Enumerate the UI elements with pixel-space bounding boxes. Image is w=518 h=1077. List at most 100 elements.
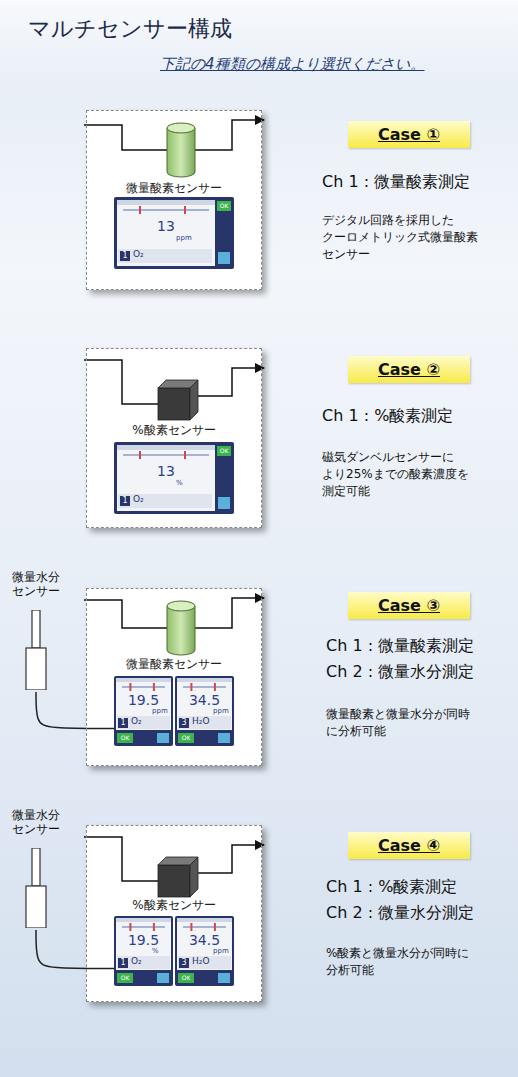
probe-body [12,610,68,690]
menu-icon [218,252,230,264]
reading-value: 34.5 [177,693,232,708]
slider-line [122,927,165,928]
sensor-panel: %酸素センサー13%1O₂OK [86,348,262,528]
panel-ground [86,348,262,528]
gas-inlet [84,125,167,150]
panel-ground [86,825,262,1002]
gas-name: O₂ [131,957,142,966]
description: %酸素と微量水分が同時に 分析可能 [326,945,511,979]
channel-line: Ch 2 : 微量水分測定 [326,902,474,924]
slider-line [123,210,209,211]
channel-number: 1 [120,251,130,261]
page-title: マルチセンサー構成 [28,14,232,44]
moisture-probe: 微量水分 センサー [12,808,68,930]
description: 磁気ダンベルセンサーに より25%までの酸素濃度を 測定可能 [322,449,507,499]
percent-oxygen-cell [158,380,198,420]
trend-slider [121,451,211,459]
trend-slider [120,683,167,691]
ok-button: OK [178,733,194,743]
slider-mark [153,683,155,691]
panel-ground [86,588,262,766]
probe-rod [32,848,40,886]
gas-name: H₂O [192,717,209,726]
channel-number: 1 [118,718,128,728]
ok-button: OK [217,446,231,456]
sensor-panel: 微量酸素センサー13ppm1O₂OK [86,110,262,290]
case-number: Case ④ [378,836,440,855]
slider-line [123,455,209,456]
g-part [84,120,264,881]
trace-oxygen-cell [167,123,195,177]
probe-name: 微量水分 センサー [12,808,68,837]
case-tag: Case ① [348,121,470,148]
menu-icon [218,733,230,743]
menu-icon [157,733,169,743]
reading-unit: % [176,480,183,487]
display-screen: 13ppm1O₂OK [114,197,234,269]
case-tag: Case ④ [348,832,470,859]
reading-value: 19.5 [116,693,171,708]
reading-unit: % [152,948,159,955]
slider-mark [214,683,216,691]
probe-housing [26,648,46,690]
status-bar [117,445,215,450]
probe-rod [32,610,40,648]
gas-outlet [196,845,264,873]
gas-outlet [195,120,264,150]
display-screen: 34.5ppm3H₂OOK [175,676,234,746]
channel-number: 3 [179,958,189,968]
sensor-panel: %酸素センサー19.5%1O₂OK34.5ppm3H₂OOK [86,825,262,1002]
slider-line [183,927,226,928]
status-bar [177,918,232,922]
trend-slider [181,923,228,931]
slider-mark [129,923,131,931]
reading-unit: ppm [176,235,192,242]
trend-slider [181,683,228,691]
menu-icon [218,973,230,983]
status-bar [117,200,215,205]
trend-slider [121,206,211,214]
reading-value: 19.5 [116,933,171,948]
reading-unit: ppm [213,948,229,955]
percent-oxygen-cell [158,857,198,897]
case-number: Case ② [378,360,440,379]
moisture-probe: 微量水分 センサー [12,570,68,692]
channel-row [118,249,212,263]
slider-line [183,687,226,688]
channel-number: 1 [118,958,128,968]
gas-outlet [195,598,264,628]
case-tag: Case ③ [348,592,470,619]
reading-value: 34.5 [177,933,232,948]
menu-icon [218,497,230,509]
channel-number: 1 [120,496,130,506]
description: 微量酸素と微量水分が同時 に分析可能 [326,706,511,740]
ok-button: OK [117,733,133,743]
panel-ground [86,110,262,290]
channel-line: Ch 1 : %酸素測定 [322,405,453,427]
probe-cable [36,692,114,729]
trend-slider [120,923,167,931]
slider-mark [139,451,141,459]
slider-mark [190,923,192,931]
gas-name: O₂ [131,717,142,726]
probe-name: 微量水分 センサー [12,570,68,599]
display-screen: 13%1O₂OK [114,442,234,514]
display-screen: 19.5ppm 1O₂ OK [114,676,173,746]
ok-button: OK [178,973,194,983]
status-bar [177,678,232,682]
case-number: Case ③ [378,596,440,615]
slider-mark [184,451,186,459]
status-bar [116,678,171,682]
slider-mark [139,206,141,214]
gas-name: O₂ [133,250,144,259]
display-screen: 19.5% 1O₂ OK [114,916,173,986]
slider-mark [153,923,155,931]
display-screen: 34.5ppm3H₂OOK [175,916,234,986]
gas-outlet [196,368,264,396]
channel-line: Ch 2 : 微量水分測定 [326,661,474,683]
channel-line: Ch 1 : 微量酸素測定 [326,635,474,657]
reading-unit: ppm [152,708,168,715]
ok-button: OK [117,973,133,983]
ok-button: OK [217,201,231,211]
